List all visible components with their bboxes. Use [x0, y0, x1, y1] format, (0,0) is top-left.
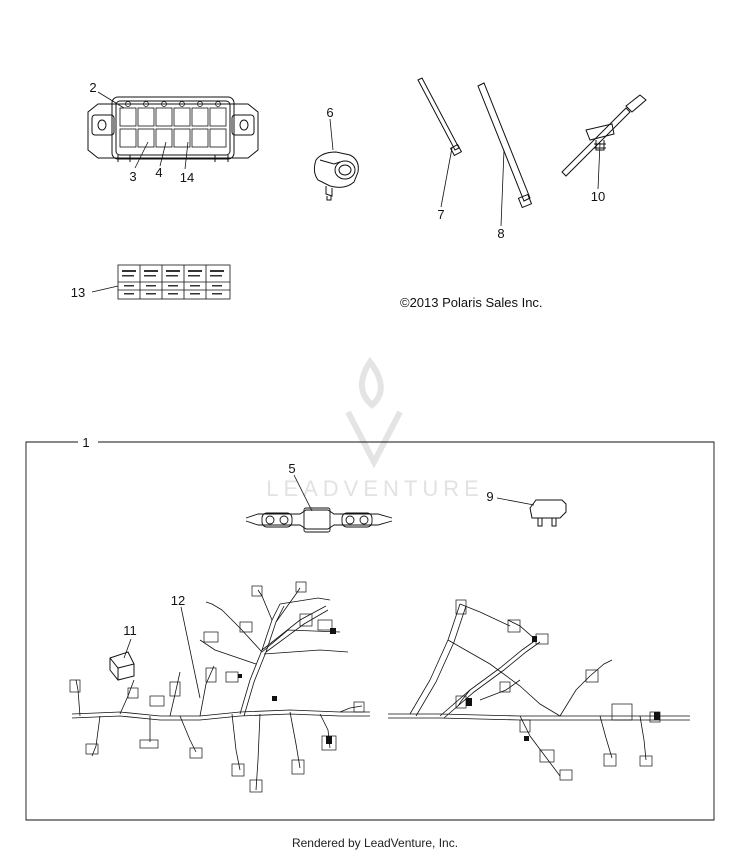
leadventure-watermark: LEADVENTURE [266, 356, 484, 501]
harness-clamp [313, 151, 359, 201]
callout-5: 5 [288, 461, 295, 476]
leader-lines [91, 91, 601, 699]
fuse-label-card [117, 264, 231, 300]
callout-2: 2 [89, 80, 96, 95]
callout-8: 8 [497, 226, 504, 241]
main-wiring-harness-left [69, 581, 370, 793]
callout-13: 13 [71, 285, 85, 300]
callout-11: 11 [123, 623, 137, 638]
callout-3: 3 [129, 169, 136, 184]
callout-9: 9 [486, 489, 493, 504]
render-credit: Rendered by LeadVenture, Inc. [291, 836, 459, 850]
callout-10: 10 [591, 189, 605, 204]
callouts: 1 2 3 4 5 6 7 8 9 10 11 12 13 14 [71, 80, 605, 638]
callout-14: 14 [180, 170, 194, 185]
chassis-wiring-harness-right [388, 599, 690, 781]
callout-12: 12 [171, 593, 185, 608]
flame-logo-icon [345, 356, 403, 469]
callout-6: 6 [326, 105, 333, 120]
callout-4: 4 [155, 165, 162, 180]
callout-1: 1 [82, 435, 89, 450]
cable-tie-small [417, 77, 463, 157]
callout-7: 7 [437, 207, 444, 222]
watermark-text: LEADVENTURE [266, 476, 484, 501]
harness-assembly-frame [25, 441, 715, 821]
cable-tie-large [477, 82, 533, 209]
copyright-notice: ©2013 Polaris Sales Inc. [400, 295, 543, 310]
mini-fuse [529, 499, 567, 527]
push-mount-tie [561, 94, 647, 177]
inline-fuse-harness [245, 507, 393, 533]
fuse-relay-box [87, 96, 259, 162]
relay [109, 651, 135, 681]
